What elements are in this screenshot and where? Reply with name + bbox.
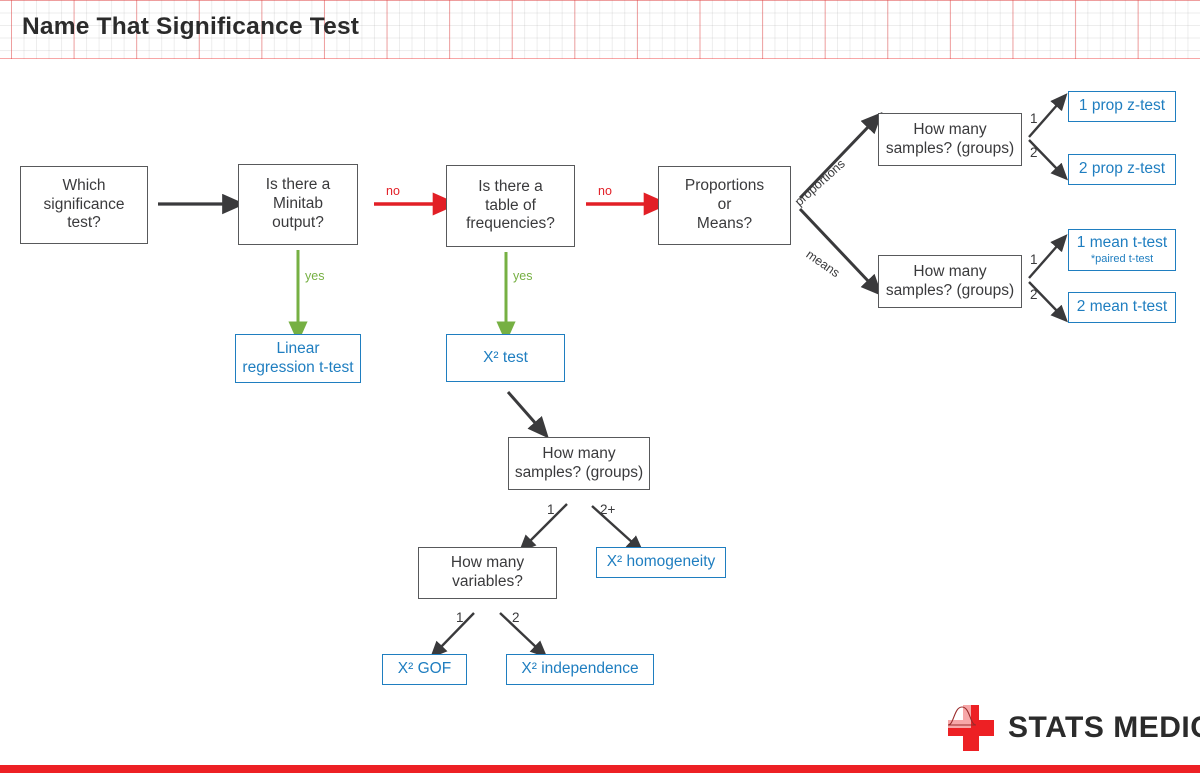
node-table-of-frequencies[interactable]: Is there a table of frequencies?	[446, 165, 575, 247]
edge-chivars-to-gof	[429, 612, 475, 659]
node-line: 2 prop z-test	[1078, 160, 1166, 178]
node-mean-how-many-samples[interactable]: How many samples? (groups)	[878, 255, 1022, 308]
node-1-prop-z-test[interactable]: 1 prop z-test	[1068, 91, 1176, 122]
node-line: How many	[542, 444, 616, 462]
edge-label-minitab-no: no	[386, 184, 400, 198]
node-line: 2 mean t-test	[1076, 298, 1168, 316]
edge-label-meansamples-2: 2	[1030, 287, 1038, 302]
node-chi-square-independence[interactable]: X² independence	[506, 654, 654, 685]
node-line: samples? (groups)	[885, 281, 1015, 299]
node-line: X² test	[483, 348, 528, 366]
edge-label-freqtable-no: no	[598, 184, 612, 198]
node-line: Minitab	[273, 195, 323, 213]
node-line: X² independence	[521, 660, 639, 678]
node-chisq-how-many-samples[interactable]: How many samples? (groups)	[508, 437, 650, 490]
node-line: Is there a	[265, 176, 331, 194]
node-chi-square-gof[interactable]: X² GOF	[382, 654, 467, 685]
node-line: test?	[67, 214, 101, 232]
edge-label-propsamples-1: 1	[1030, 111, 1038, 126]
edge-label-minitab-yes: yes	[305, 269, 325, 283]
node-line: How many	[913, 262, 987, 280]
node-line: How many	[450, 554, 525, 572]
edge-propmeans-to-meansamples	[798, 207, 883, 297]
node-2-mean-t-test[interactable]: 2 mean t-test	[1068, 292, 1176, 323]
node-line: 1 prop z-test	[1078, 97, 1166, 115]
red-cross-bell-curve-icon	[947, 705, 994, 751]
edge-propmeans-to-propsamples	[798, 112, 883, 200]
node-line: output?	[272, 213, 324, 231]
node-2-prop-z-test[interactable]: 2 prop z-test	[1068, 154, 1176, 185]
node-line: samples? (groups)	[514, 463, 644, 481]
node-line: variables?	[452, 573, 523, 590]
node-linear-regression-t-test[interactable]: Linear regression t-test	[235, 334, 361, 383]
node-line: regression t-test	[242, 358, 354, 376]
header-grid-background	[0, 0, 1200, 59]
node-line: Which	[62, 176, 106, 194]
node-line: Proportions	[684, 177, 765, 195]
node-which-significance-test[interactable]: Which significance test?	[20, 166, 148, 244]
node-minitab-output[interactable]: Is there a Minitab output?	[238, 164, 358, 245]
node-line: table of	[485, 196, 536, 214]
edge-meansamples-to-mean1	[1028, 234, 1068, 279]
edge-label-freqtable-yes: yes	[513, 269, 533, 283]
node-line: frequencies?	[466, 215, 555, 233]
brand-logo: STATS MEDIC	[947, 705, 1200, 751]
edge-chisamples-to-chivars	[518, 503, 568, 553]
node-prop-how-many-samples[interactable]: How many samples? (groups)	[878, 113, 1022, 166]
node-how-many-variables[interactable]: How many variables?	[418, 547, 557, 599]
node-line: or	[717, 196, 732, 214]
node-subtext: *paired t-test	[1090, 253, 1154, 266]
node-line: X² GOF	[397, 660, 452, 678]
node-line: X² homogeneity	[606, 553, 716, 571]
node-line: Means?	[696, 214, 753, 232]
edge-label-chisamples-2plus: 2+	[600, 502, 616, 517]
node-line: How many	[913, 120, 987, 138]
edge-label-chivars-1: 1	[456, 610, 464, 625]
edge-propsamples-to-prop1	[1028, 93, 1068, 138]
node-line: samples? (groups)	[885, 139, 1015, 157]
footer-accent-bar	[0, 765, 1200, 773]
edge-chisq-to-chisamples	[506, 391, 549, 439]
edge-label-chivars-2: 2	[512, 610, 520, 625]
node-line: Linear	[276, 339, 320, 357]
brand-name: STATS MEDIC	[1008, 711, 1200, 744]
edge-label-meansamples-1: 1	[1030, 252, 1038, 267]
edge-label-chisamples-1: 1	[547, 502, 555, 517]
edge-chisamples-to-homogeneity	[591, 505, 644, 553]
edge-propsamples-to-prop2	[1028, 139, 1069, 181]
node-line: 1 mean t-test	[1076, 234, 1168, 252]
node-1-mean-t-test[interactable]: 1 mean t-test *paired t-test	[1068, 229, 1176, 271]
node-chi-square-homogeneity[interactable]: X² homogeneity	[596, 547, 726, 578]
node-line: Is there a	[478, 177, 543, 195]
page-title: Name That Significance Test	[22, 13, 360, 40]
node-chi-square-test[interactable]: X² test	[446, 334, 565, 382]
node-proportions-or-means[interactable]: Proportions or Means?	[658, 166, 791, 245]
node-line: significance	[43, 195, 125, 213]
edge-meansamples-to-mean2	[1028, 281, 1069, 323]
edge-label-propsamples-2: 2	[1030, 145, 1038, 160]
edge-chivars-to-independence	[499, 612, 548, 658]
